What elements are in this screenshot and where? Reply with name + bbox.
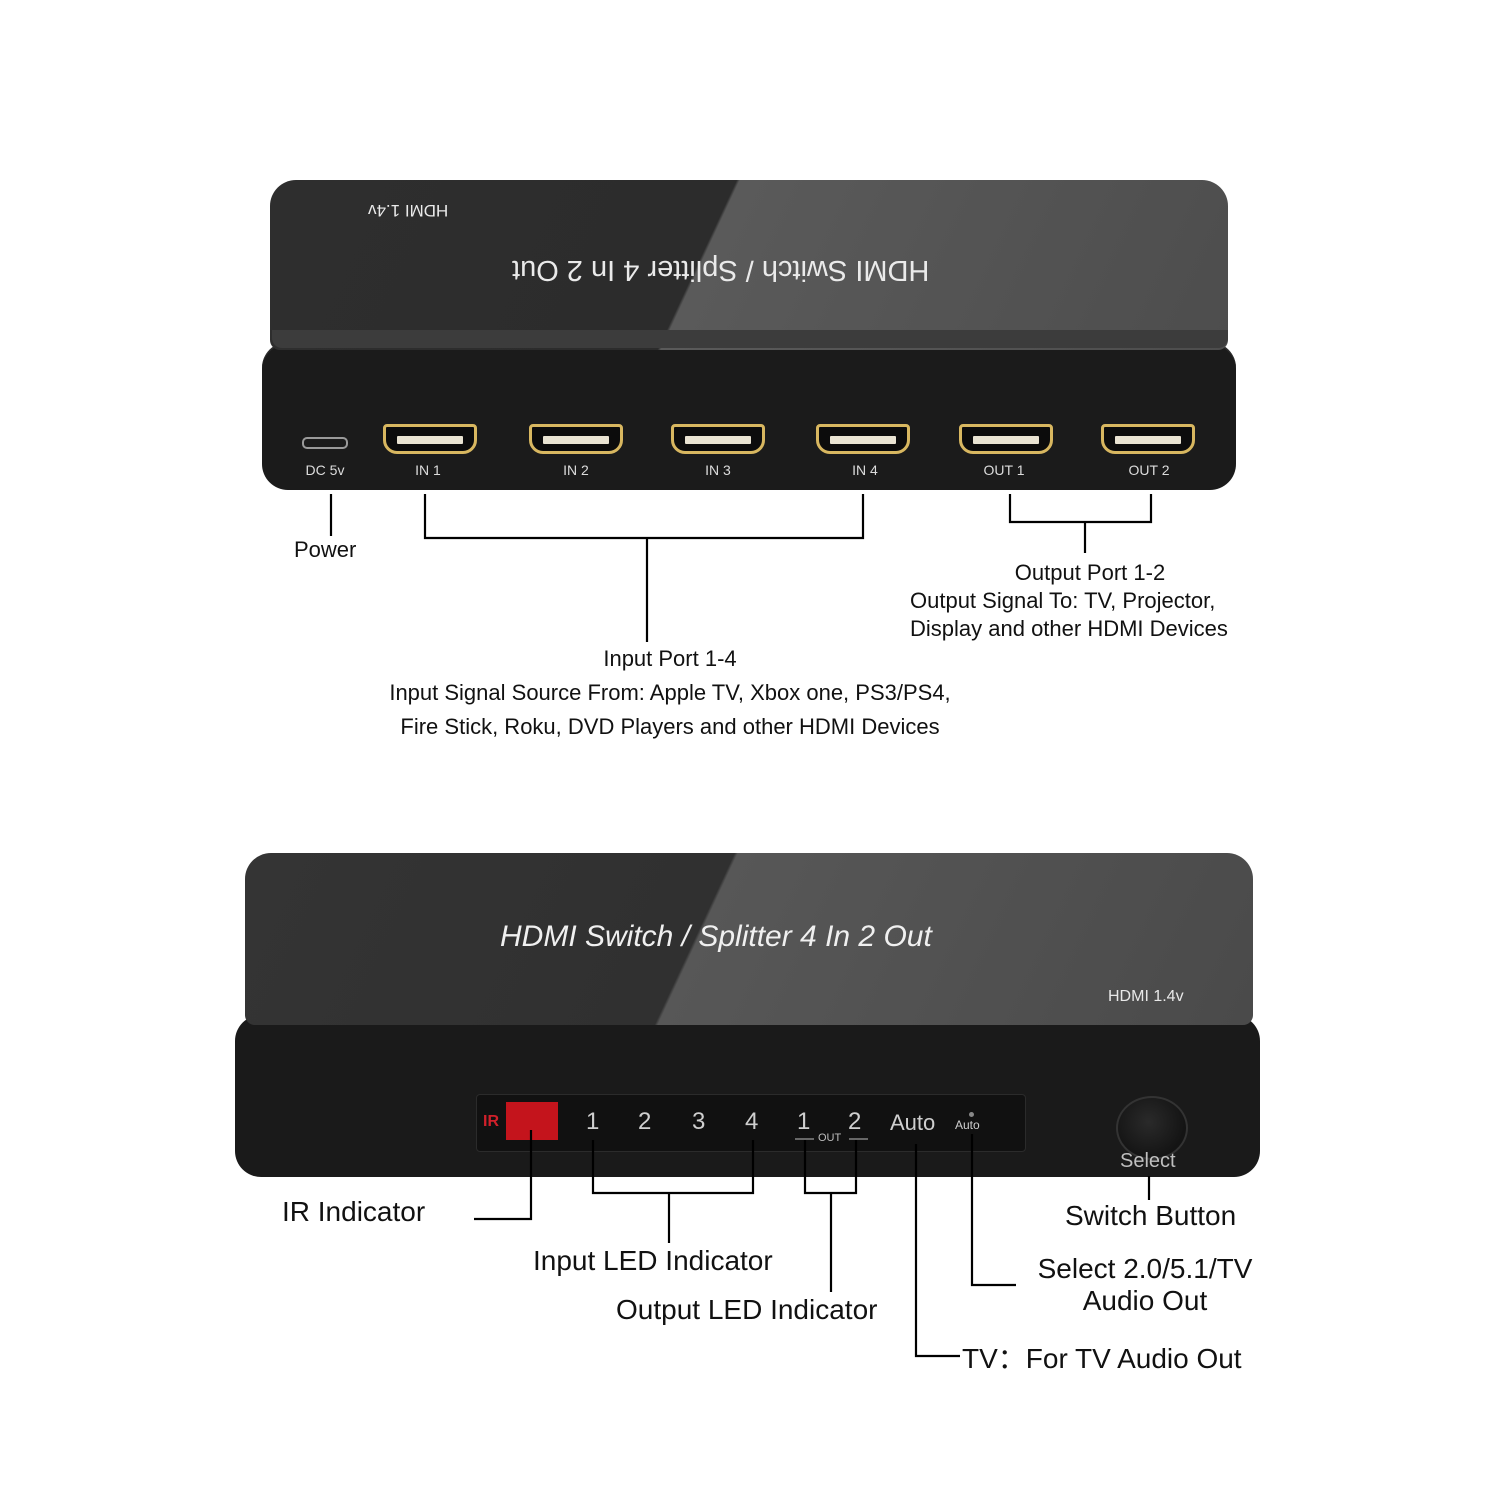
out-group-label: OUT: [818, 1132, 842, 1144]
input-led-4: 4: [745, 1108, 759, 1135]
hdmi-in-2-port[interactable]: [529, 424, 623, 458]
hdmi-in-1-port[interactable]: [383, 424, 477, 458]
in1-label: IN 1: [415, 462, 441, 478]
rear-version-label: HDMI 1.4v: [368, 201, 449, 220]
output-led-annotation: Output LED Indicator: [616, 1294, 878, 1325]
output-desc-line2: Display and other HDMI Devices: [910, 616, 1228, 641]
input-led-2: 2: [638, 1108, 652, 1135]
hdmi-in-4-port[interactable]: [816, 424, 910, 458]
device-rear-top-cover: [270, 180, 1228, 350]
dc-power-port[interactable]: [302, 437, 348, 449]
input-heading: Input Port 1-4: [603, 646, 737, 671]
out1-label: OUT 1: [983, 462, 1025, 478]
rear-title-label: HDMI Switch / Splitter 4 In 2 Out: [512, 254, 930, 286]
ir-indicator-annotation: IR Indicator: [282, 1196, 426, 1227]
ir-label: IR: [483, 1113, 499, 1130]
in3-label: IN 3: [705, 462, 731, 478]
hdmi-out-2-port[interactable]: [1101, 424, 1195, 458]
input-led-1: 1: [586, 1108, 600, 1135]
input-desc-line1: Input Signal Source From: Apple TV, Xbox…: [389, 680, 951, 705]
output-led-2: 2: [848, 1108, 862, 1135]
input-desc-line2: Fire Stick, Roku, DVD Players and other …: [400, 714, 940, 739]
audio-select-line2: Audio Out: [1082, 1285, 1208, 1316]
select-label: Select: [1120, 1150, 1176, 1172]
hdmi-out-1-port[interactable]: [959, 424, 1053, 458]
output-led-1: 1: [797, 1108, 811, 1135]
tv-audio-annotation: TV：For TV Audio Out: [962, 1343, 1242, 1374]
out2-label: OUT 2: [1128, 462, 1170, 478]
input-annotation: Input Port 1-4 Input Signal Source From:…: [310, 642, 1030, 744]
front-version-label: HDMI 1.4v: [1108, 988, 1184, 1005]
auto-led-label: Auto: [890, 1110, 936, 1135]
auto-mode-led: [969, 1112, 974, 1117]
switch-button-annotation: Switch Button: [1065, 1200, 1237, 1231]
power-annotation: Power: [294, 537, 357, 562]
output-heading: Output Port 1-2: [1014, 560, 1166, 585]
auto-small-label: Auto: [955, 1118, 980, 1132]
input-led-annotation: Input LED Indicator: [533, 1245, 773, 1276]
ir-receiver-window: [506, 1102, 558, 1140]
in2-label: IN 2: [563, 462, 589, 478]
in4-label: IN 4: [852, 462, 878, 478]
front-title-label: HDMI Switch / Splitter 4 In 2 Out: [500, 920, 932, 953]
select-button[interactable]: [1116, 1096, 1188, 1160]
output-desc-line1: Output Signal To: TV, Projector,: [910, 588, 1216, 613]
hdmi-in-3-port[interactable]: [671, 424, 765, 458]
audio-select-line1: Select 2.0/5.1/TV: [1037, 1253, 1253, 1284]
input-led-3: 3: [692, 1108, 706, 1135]
device-rear-cover-edge: [272, 330, 1228, 348]
audio-select-annotation: Select 2.0/5.1/TV Audio Out: [1020, 1253, 1270, 1317]
dc-port-label: DC 5v: [305, 462, 345, 478]
device-front-top-cover: [245, 853, 1253, 1025]
device-rear-body: [262, 342, 1236, 490]
output-annotation: Output Port 1-2 Output Signal To: TV, Pr…: [890, 559, 1290, 643]
